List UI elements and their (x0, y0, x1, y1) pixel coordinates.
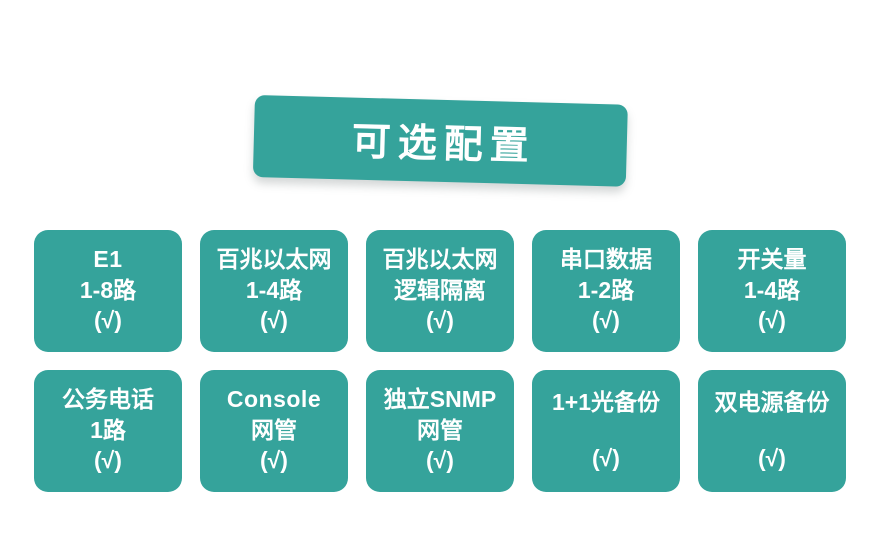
option-card-e1[interactable]: E1 1-8路 (√) (34, 230, 182, 352)
card-check-mark: (√) (260, 447, 288, 474)
option-card-grid: E1 1-8路 (√) 百兆以太网 1-4路 (√) 百兆以太网 逻辑隔离 (√… (34, 230, 846, 492)
card-check-mark: (√) (592, 307, 620, 334)
option-card-service-phone[interactable]: 公务电话 1路 (√) (34, 370, 182, 492)
card-check-mark: (√) (94, 307, 122, 334)
option-card-independent-snmp[interactable]: 独立SNMP 网管 (√) (366, 370, 514, 492)
card-line-secondary: 1-4路 (743, 276, 801, 303)
card-line-primary: Console (226, 386, 322, 413)
card-line-primary: 百兆以太网 (382, 246, 498, 273)
card-line-secondary: 1-4路 (245, 276, 303, 303)
card-check-mark: (√) (758, 445, 786, 471)
card-line-secondary: 1-8路 (79, 276, 137, 303)
card-line-primary: 公务电话 (62, 386, 154, 413)
card-line-secondary: 逻辑隔离 (394, 276, 486, 303)
card-row: 公务电话 1路 (√) Console 网管 (√) 独立SNMP 网管 (√)… (34, 370, 846, 492)
card-line-secondary: 1-2路 (577, 276, 635, 303)
card-check-mark: (√) (426, 307, 454, 334)
option-card-console[interactable]: Console 网管 (√) (200, 370, 348, 492)
card-check-mark: (√) (758, 307, 786, 334)
card-line-primary: 双电源备份 (714, 388, 830, 415)
card-check-mark: (√) (94, 447, 122, 474)
card-line-primary: E1 (93, 246, 123, 273)
banner: 可选配置 (252, 95, 628, 187)
card-check-mark: (√) (426, 447, 454, 474)
card-check-mark: (√) (592, 445, 620, 471)
card-line-primary: 独立SNMP (383, 386, 497, 413)
card-line-primary: 开关量 (737, 246, 807, 273)
card-line-secondary: 网管 (251, 416, 297, 443)
card-line-secondary: 网管 (417, 416, 463, 443)
option-card-optical-backup[interactable]: 1+1光备份 (√) (532, 370, 680, 492)
card-line-primary: 串口数据 (560, 246, 652, 273)
card-line-primary: 百兆以太网 (216, 246, 332, 273)
option-card-fast-ethernet[interactable]: 百兆以太网 1-4路 (√) (200, 230, 348, 352)
card-line-primary: 1+1光备份 (551, 388, 660, 415)
card-row: E1 1-8路 (√) 百兆以太网 1-4路 (√) 百兆以太网 逻辑隔离 (√… (34, 230, 846, 352)
page-title: 可选配置 (351, 120, 537, 169)
card-line-secondary: 1路 (90, 416, 126, 443)
option-card-switch-quantity[interactable]: 开关量 1-4路 (√) (698, 230, 846, 352)
option-card-serial-data[interactable]: 串口数据 1-2路 (√) (532, 230, 680, 352)
banner-shape: 可选配置 (252, 95, 628, 187)
option-card-fast-ethernet-isolation[interactable]: 百兆以太网 逻辑隔离 (√) (366, 230, 514, 352)
card-check-mark: (√) (260, 307, 288, 334)
option-card-dual-power-backup[interactable]: 双电源备份 (√) (698, 370, 846, 492)
